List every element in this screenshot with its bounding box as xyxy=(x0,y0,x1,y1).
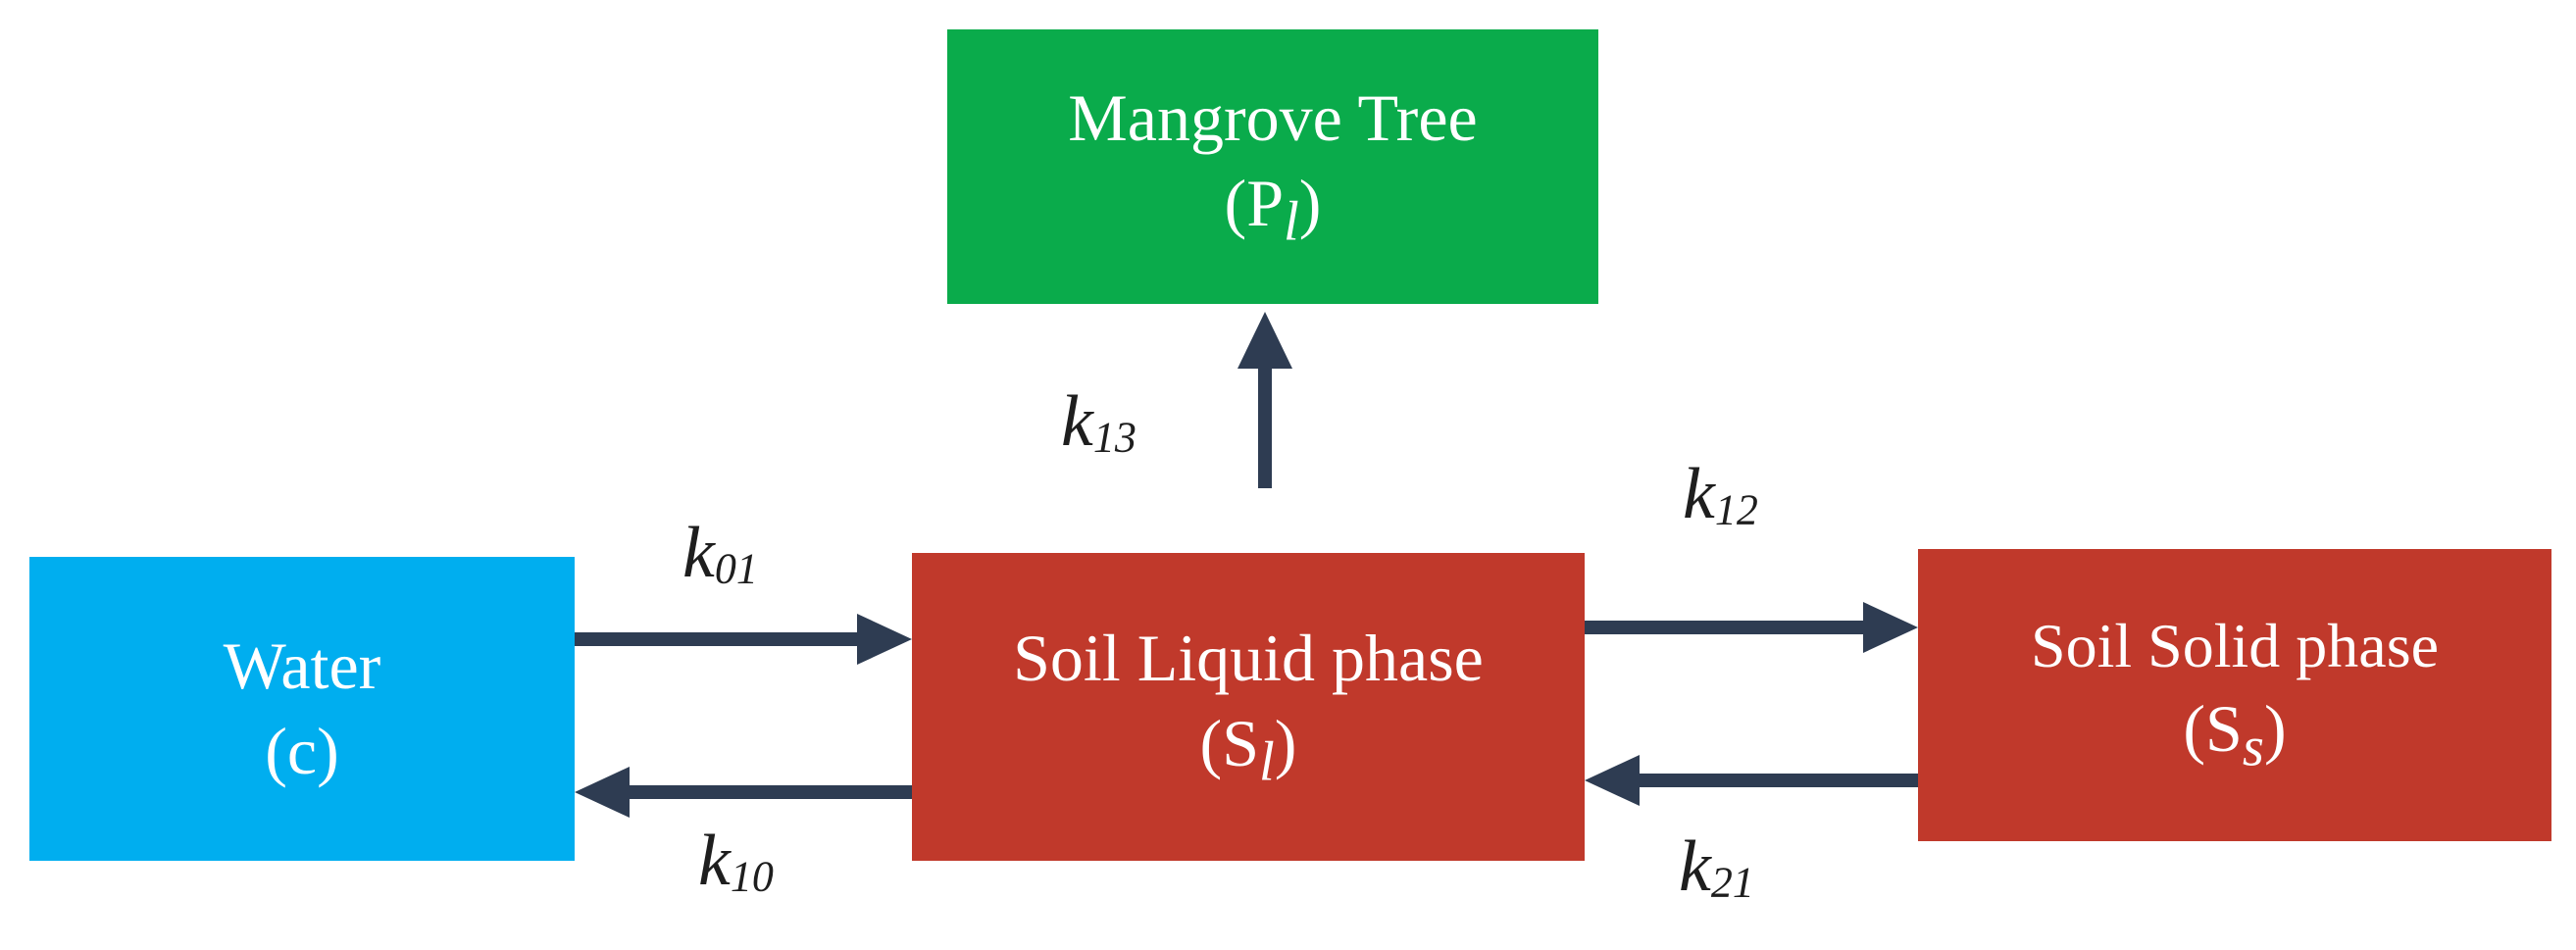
water-box: Water (c) xyxy=(29,557,575,861)
rate-label-k10: k10 xyxy=(698,821,774,901)
arrow-liquid-to-tree xyxy=(1237,312,1292,488)
arrow-solid-to-liquid xyxy=(1585,755,1918,806)
water-title: Water xyxy=(223,627,381,703)
mangrove-tree-symbol: (Pl) xyxy=(1224,165,1322,253)
soil-liquid-phase-symbol: (Sl) xyxy=(1199,705,1297,793)
arrow-liquid-to-water xyxy=(575,767,912,818)
rate-label-k12: k12 xyxy=(1683,454,1758,534)
arrow-liquid-to-solid xyxy=(1585,602,1918,653)
mangrove-tree-box: Mangrove Tree (Pl) xyxy=(947,29,1598,304)
rate-label-k21: k21 xyxy=(1679,826,1754,907)
mangrove-tree-title: Mangrove Tree xyxy=(1068,79,1478,155)
water-symbol: (c) xyxy=(265,714,339,788)
soil-liquid-phase-box: Soil Liquid phase (Sl) xyxy=(912,553,1585,861)
soil-solid-phase-box: Soil Solid phase (Ss) xyxy=(1918,549,2551,841)
soil-solid-phase-title: Soil Solid phase xyxy=(2030,611,2440,681)
rate-label-k01: k01 xyxy=(682,513,758,593)
arrow-water-to-liquid xyxy=(575,614,912,665)
soil-solid-phase-symbol: (Ss) xyxy=(2183,691,2287,778)
rate-label-k13: k13 xyxy=(1061,381,1136,462)
soil-liquid-phase-title: Soil Liquid phase xyxy=(1013,620,1484,695)
